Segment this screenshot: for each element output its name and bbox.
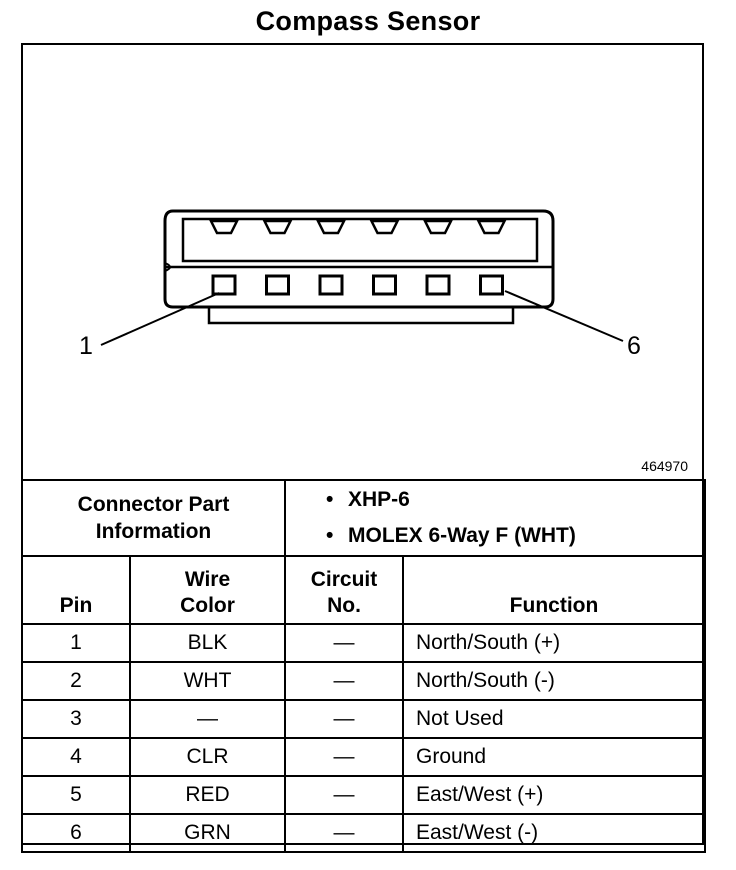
connector-table: Connector Part Information XHP-6 MOLEX 6…: [21, 479, 706, 853]
pin-cavity-4: [372, 274, 397, 296]
cell-pin: 6: [21, 813, 131, 853]
cell-wire-color: BLK: [129, 623, 286, 663]
cell-pin: 3: [21, 699, 131, 739]
cell-function: North/South (-): [402, 661, 706, 701]
key-2: [262, 219, 293, 235]
connector-info-row: Connector Part Information XHP-6 MOLEX 6…: [21, 479, 706, 557]
part-item: MOLEX 6-Way F (WHT): [326, 518, 704, 554]
cell-pin: 4: [21, 737, 131, 777]
connector-inner-shroud: [181, 217, 539, 263]
pin-cavity-1: [211, 274, 237, 296]
col-header-circuit-no: Circuit No.: [284, 555, 404, 625]
connector-divider-notch: [164, 262, 171, 272]
cell-function: East/West (-): [402, 813, 706, 853]
key-5: [422, 219, 454, 235]
figure-id: 464970: [641, 458, 688, 474]
pin-cavity-6: [479, 274, 504, 296]
key-1: [208, 219, 240, 235]
cell-circuit-no: —: [284, 775, 404, 815]
column-header-row: Pin Wire Color Circuit No. Function: [21, 555, 706, 625]
cell-pin: 1: [21, 623, 131, 663]
pin-cavity-2: [265, 274, 290, 296]
cell-function: North/South (+): [402, 623, 706, 663]
cell-pin: 2: [21, 661, 131, 701]
connector-info-label: Connector Part Information: [21, 479, 286, 557]
cell-wire-color: CLR: [129, 737, 286, 777]
cell-pin: 5: [21, 775, 131, 815]
diagram-frame: 1 6 464970 Connector Part Information XH…: [21, 43, 706, 853]
connector-latch: [207, 307, 515, 325]
key-3: [315, 219, 347, 235]
cell-circuit-no: —: [284, 737, 404, 777]
col-header-wire-color: Wire Color: [129, 555, 286, 625]
callout-label-pin-1: 1: [79, 332, 93, 360]
callout-line-pin-1: [100, 292, 220, 346]
cell-function: Ground: [402, 737, 706, 777]
connector-part-list: XHP-6 MOLEX 6-Way F (WHT): [284, 479, 706, 557]
connector-drawing-area: 1 6 464970: [23, 45, 702, 479]
cell-wire-color: —: [129, 699, 286, 739]
cell-circuit-no: —: [284, 623, 404, 663]
col-header-pin: Pin: [21, 555, 131, 625]
callout-line-pin-6: [504, 290, 624, 342]
cell-wire-color: RED: [129, 775, 286, 815]
cell-circuit-no: —: [284, 661, 404, 701]
key-6: [476, 219, 507, 235]
callout-label-pin-6: 6: [627, 332, 641, 360]
key-4: [369, 219, 400, 235]
cell-wire-color: WHT: [129, 661, 286, 701]
cell-function: East/West (+): [402, 775, 706, 815]
top-key-row: [208, 219, 507, 235]
cell-function: Not Used: [402, 699, 706, 739]
cell-circuit-no: —: [284, 699, 404, 739]
cell-wire-color: GRN: [129, 813, 286, 853]
connector-face-drawing: [100, 209, 624, 346]
col-header-function: Function: [402, 555, 706, 625]
cell-circuit-no: —: [284, 813, 404, 853]
part-item: XHP-6: [326, 482, 704, 518]
table-row: 3——Not Used: [21, 699, 706, 739]
diagram-title: Compass Sensor: [255, 6, 481, 36]
pin-cavity-row: [211, 274, 504, 296]
pin-cavity-3: [318, 274, 344, 296]
pin-cavity-5: [425, 274, 451, 296]
